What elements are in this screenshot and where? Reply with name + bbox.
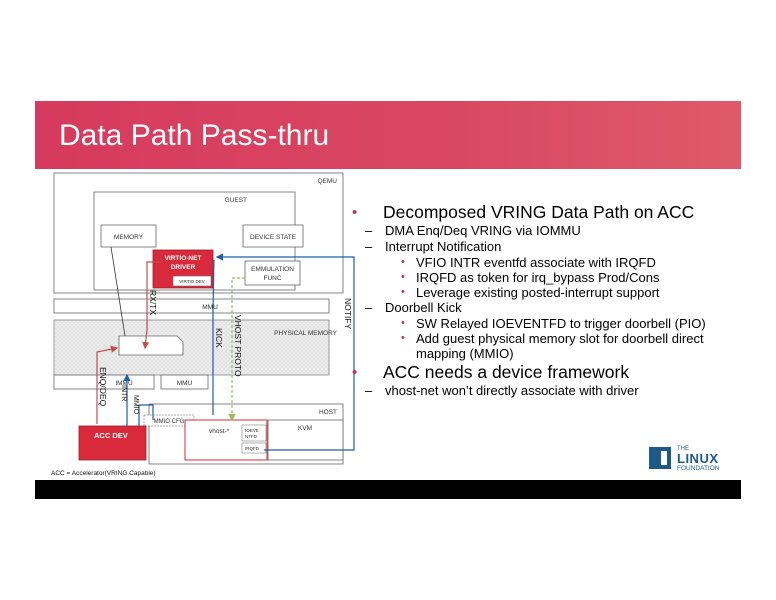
bullet-marker: • [352, 364, 358, 381]
bullet-1-2-2: • IRQFD as token for irq_bypass Prod/Con… [343, 270, 738, 285]
host-label: HOST [319, 409, 337, 416]
bullet-1-3-2: • Add guest physical memory slot for doo… [343, 331, 738, 361]
mmu-bottom-box [160, 374, 209, 390]
logo-line-3: FOUNDATION [677, 465, 720, 472]
acc-dev-label: ACC DEV [94, 431, 128, 440]
mmio-cfg-label: MMIO CFG [154, 419, 185, 425]
enq-deq-label: ENQ/DEQ [98, 367, 108, 407]
mmu-bottom-label: MMU [177, 380, 193, 387]
virtio-net-driver-label-1: VIRTIO-NET [165, 255, 202, 262]
irqfd-label: IRQFD [245, 446, 260, 451]
dash-marker: – [365, 223, 373, 238]
virtio-net-driver-label-2: DRIVER [171, 264, 196, 271]
mmu-top-box [53, 298, 330, 314]
physical-memory-box [53, 319, 330, 376]
emulation-func-label-2: FUNC [263, 275, 281, 282]
bullet-marker: • [352, 204, 358, 221]
qemu-label: QEMU [318, 178, 338, 185]
memory-box [100, 224, 157, 248]
bullet-1-2-1: • VFIO INTR eventfd associate with IRQFD [343, 255, 738, 270]
logo-line-2: LINUX [677, 451, 719, 466]
acc-dev-box [78, 425, 147, 461]
bullet-2: • ACC needs a device framework [343, 362, 738, 383]
bullet-1-1-text: DMA Enq/Deq VRING via IOMMU [385, 223, 581, 238]
intr-label: INTR [120, 385, 127, 401]
diagram-footnote: ACC = Accelerator(VRING Capable) [51, 470, 156, 477]
memory-label: MEMORY [114, 234, 144, 241]
memory-link-line [110, 246, 126, 337]
dash-marker: – [365, 239, 373, 254]
bullet-1-text: Decomposed VRING Data Path on ACC [383, 202, 695, 222]
footer-bar [35, 480, 741, 499]
bullet-2-text: ACC needs a device framework [383, 362, 630, 382]
linux-foundation-logo-icon [649, 447, 671, 469]
virtio-dev-box [172, 275, 212, 287]
bullet-1-1: – DMA Enq/Deq VRING via IOMMU [343, 223, 738, 239]
bullet-1-2-text: Interrupt Notification [385, 239, 502, 254]
bullet-marker: • [401, 317, 405, 329]
virtio-dev-label: VIRTIO DEV [179, 279, 204, 284]
emulation-func-box [244, 260, 301, 286]
emulation-func-label-1: EMMULATION [251, 266, 294, 273]
vhost-label: vhost-* [209, 428, 230, 435]
slide-title: Data Path Pass-thru [59, 119, 330, 152]
bullet-marker: • [401, 271, 405, 283]
dash-marker: – [365, 300, 373, 315]
vhost-proto-label: VHOST PROTO [233, 315, 243, 377]
guest-label: GUEST [225, 197, 247, 204]
bullet-1-3-1-text: SW Relayed IOEVENTFD to trigger doorbell… [416, 316, 706, 331]
device-state-box [242, 224, 304, 248]
architecture-diagram: QEMU GUEST MEMORY DEVICE STATE VIRTIO-NE… [49, 170, 361, 480]
kick-arrow [212, 259, 215, 415]
vhost-proto-arrow [228, 277, 245, 422]
bullet-1-2-2-text: IRQFD as token for irq_bypass Prod/Cons [416, 270, 660, 285]
diagram-svg: QEMU GUEST MEMORY DEVICE STATE VIRTIO-NE… [51, 172, 355, 477]
linux-foundation-logo: THE LINUX FOUNDATION [649, 446, 729, 474]
bullet-1-2: – Interrupt Notification [343, 239, 738, 255]
kvm-label: KVM [298, 425, 312, 432]
title-banner: Data Path Pass-thru [35, 101, 741, 169]
ioeventfd-box [241, 424, 267, 442]
dash-marker: – [365, 383, 373, 398]
bullet-1-2-3-text: Leverage existing posted-interrupt suppo… [416, 285, 660, 300]
bullet-marker: • [401, 286, 405, 298]
bullet-marker: • [401, 332, 405, 344]
mmio-arrow [138, 404, 154, 426]
ioeventfd-label-1: IOEVE [245, 428, 259, 433]
device-state-label: DEVICE STATE [250, 234, 297, 241]
bullet-1-3-text: Doorbell Kick [385, 300, 462, 315]
vring-shape [118, 335, 184, 356]
rx-tx-arrow [142, 261, 163, 350]
logo-line-1: THE [677, 446, 689, 452]
kick-label: KICK [214, 328, 224, 348]
bullet-1-3-2-text: Add guest physical memory slot for doorb… [416, 331, 704, 361]
mmu-top-label: MMU [202, 304, 218, 311]
enq-deq-arrow [96, 345, 119, 424]
notify-arrow [215, 253, 355, 451]
bullet-1-2-1-text: VFIO INTR eventfd associate with IRQFD [416, 255, 656, 270]
irqfd-box [241, 442, 267, 454]
ioeventfd-label-2: NTFD [245, 434, 258, 439]
bullet-1-3-1: • SW Relayed IOEVENTFD to trigger doorbe… [343, 316, 738, 331]
bullet-marker: • [401, 256, 405, 268]
notify-label: NOTIFY [343, 298, 353, 329]
bullet-2-1-text: vhost-net won’t directly associate with … [385, 383, 639, 398]
bullet-list: • Decomposed VRING Data Path on ACC – DM… [343, 201, 738, 399]
immu-label: IMMU [115, 380, 133, 387]
rx-tx-label: RX/TX [148, 290, 158, 315]
bullet-1-2-3: • Leverage existing posted-interrupt sup… [343, 285, 738, 300]
physical-memory-label: PHYSICAL MEMORY [274, 330, 338, 337]
bullet-1: • Decomposed VRING Data Path on ACC [343, 202, 738, 223]
bullet-1-3: – Doorbell Kick [343, 300, 738, 316]
kvm-box [267, 419, 344, 461]
bullet-2-1: – vhost-net won’t directly associate wit… [343, 383, 738, 399]
mmio-label: MMIO [132, 395, 139, 415]
